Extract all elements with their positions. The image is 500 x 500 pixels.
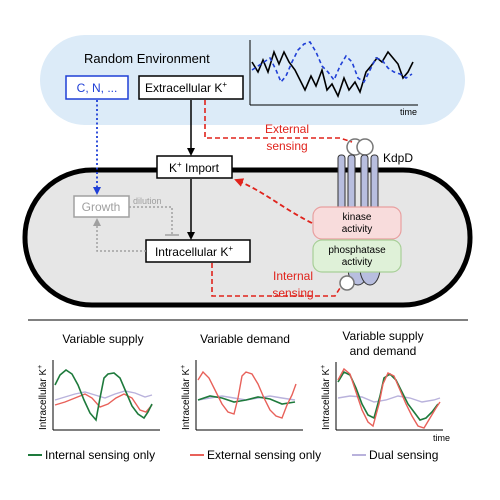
env-series-solid (251, 49, 414, 99)
environment-title: Random Environment (84, 51, 210, 66)
panel-title-line-1: Variable supply (342, 329, 423, 343)
kinase-label-1: kinase (343, 212, 372, 223)
series-dual (337, 395, 441, 403)
nutrients-box (65, 75, 129, 100)
phosphatase-label-1: phosphatase (328, 245, 386, 256)
series-external (337, 367, 441, 429)
panel-variable-supply: Variable supply Intracellular K+ (37, 332, 160, 431)
legend: Internal sensing only External sensing o… (28, 448, 438, 462)
phosphatase-box (312, 239, 402, 273)
kinase-to-import-arrow (234, 178, 313, 224)
panel-title-line-2: and demand (350, 344, 417, 358)
environment-time-series: time (249, 40, 418, 117)
extracellular-label: Extracellular K+ (145, 80, 227, 95)
legend-external: External sensing only (207, 448, 321, 462)
series-external (197, 370, 297, 419)
y-axis-label: Intracellular K+ (37, 365, 49, 430)
panel-title: Variable demand (200, 332, 290, 346)
dilution-label: dilution (133, 196, 162, 206)
nutrients-label: C, N, ... (77, 81, 118, 95)
panel-variable-supply-and-demand: Variable supply and demand Intracellular… (320, 329, 450, 443)
y-axis-label: Intracellular K+ (320, 365, 332, 430)
external-sensing-label-1: External (265, 122, 309, 136)
intracellular-label: Intracellular K+ (155, 244, 233, 259)
extracellular-box (138, 75, 244, 100)
panel-variable-demand: Variable demand Intracellular K+ (180, 332, 303, 431)
series-external (54, 393, 153, 413)
dilution-line (129, 206, 173, 235)
series-dual (54, 390, 153, 401)
env-time-label: time (400, 107, 417, 117)
environment-region (40, 35, 465, 125)
kdpd-label: KdpD (383, 151, 413, 165)
intracellular-to-growth-arrow (93, 218, 146, 252)
external-sensing-line (204, 100, 353, 143)
kinase-box (312, 206, 402, 240)
import-box (156, 155, 233, 179)
import-label: K+ Import (169, 160, 220, 175)
internal-sensing-label-1: Internal (273, 269, 313, 283)
legend-dual: Dual sensing (369, 448, 438, 462)
internal-sensing-label-2: sensing (272, 286, 313, 300)
internal-sensing-line (211, 263, 341, 297)
y-axis-label: Intracellular K+ (180, 365, 192, 430)
phosphatase-label-2: activity (342, 257, 373, 268)
time-label: time (433, 433, 450, 443)
series-internal (197, 395, 296, 405)
series-internal (54, 369, 153, 422)
external-sensing-label-2: sensing (266, 139, 307, 153)
legend-internal: Internal sensing only (45, 448, 155, 462)
panel-title: Variable supply (62, 332, 143, 346)
cell-membrane (22, 167, 473, 308)
kinase-label-2: activity (342, 224, 373, 235)
growth-label: Growth (82, 200, 121, 214)
